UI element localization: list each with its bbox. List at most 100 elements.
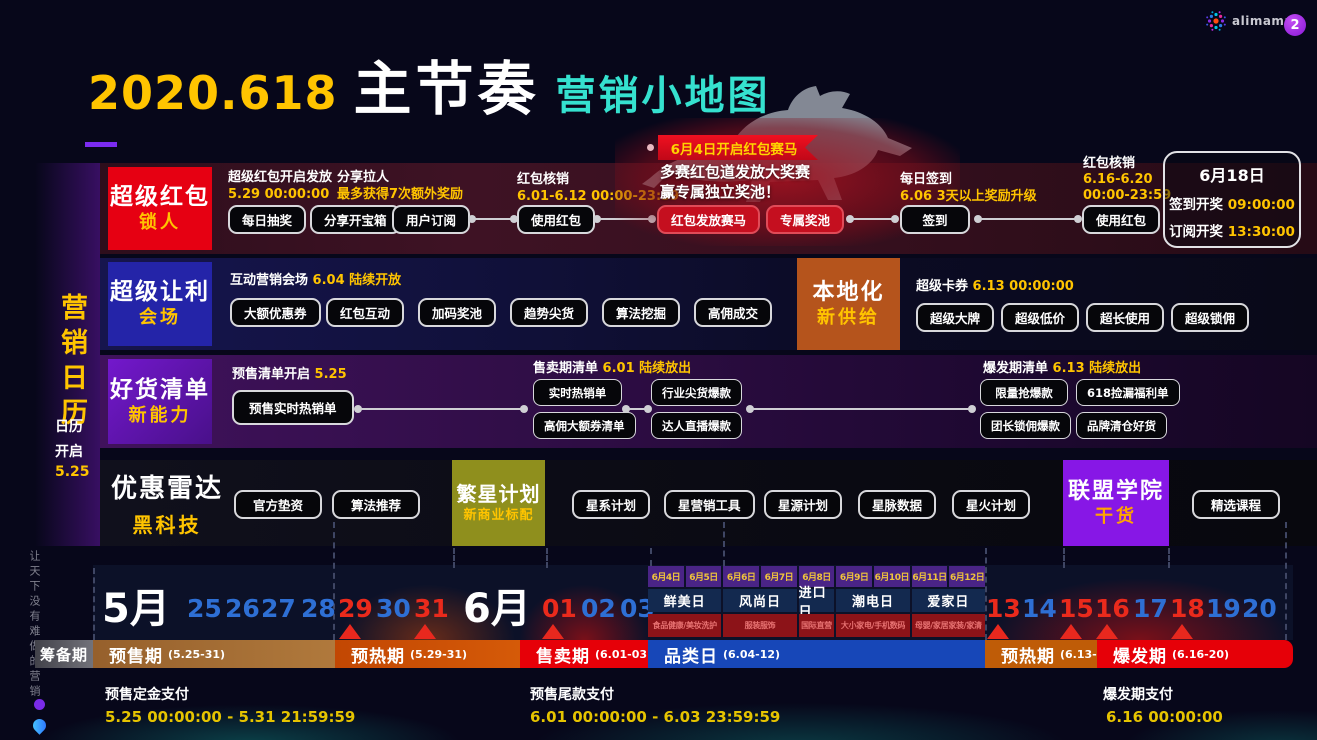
super-lowprice-button[interactable]: 超级低价 bbox=[1001, 303, 1080, 332]
algorithm-mining-button[interactable]: 算法挖掘 bbox=[602, 298, 681, 327]
title-sub: 营销小地图 bbox=[555, 73, 771, 119]
cat-name-cell: 进口日 bbox=[798, 586, 835, 620]
phase-warmup-1: 预热期 (5.29-31) bbox=[335, 640, 520, 668]
phase-category-days: 品类日 (6.04-12) bbox=[648, 640, 985, 668]
realtime-hotlist-button[interactable]: 实时热销单 bbox=[533, 379, 622, 406]
official-advance-button[interactable]: 官方垫资 bbox=[234, 490, 323, 519]
dashed-guide bbox=[546, 548, 548, 568]
use-redpacket-button-1[interactable]: 使用红包 bbox=[517, 205, 596, 234]
cat-date-cell: 6月12日 bbox=[949, 566, 985, 587]
cat-date-cell: 6月7日 bbox=[761, 566, 797, 587]
subscribe-button[interactable]: 用户订阅 bbox=[392, 205, 471, 234]
star-source-plan-button[interactable]: 星源计划 bbox=[764, 490, 843, 519]
page-title: 2020.618 主节奏 营销小地图 bbox=[88, 42, 771, 126]
long-validity-button[interactable]: 超长使用 bbox=[1086, 303, 1165, 332]
cat-date-cell: 6月6日 bbox=[723, 566, 759, 587]
date-25: 25 bbox=[187, 594, 222, 623]
leader-lock-hot-button[interactable]: 团长锁佣爆款 bbox=[980, 412, 1071, 439]
connector-line bbox=[846, 215, 899, 223]
month-june: 6月 bbox=[463, 586, 531, 632]
presale-deposit-time: 5.25 00:00:00 - 5.31 21:59:59 bbox=[105, 708, 356, 726]
share-chest-button[interactable]: 分享开宝箱 bbox=[310, 205, 401, 234]
marker-triangle bbox=[414, 624, 436, 639]
cat-detail-cell: 国际直营 bbox=[798, 614, 835, 637]
date-02: 02 bbox=[581, 594, 616, 623]
cat-name-cell: 风尚日 bbox=[723, 589, 797, 612]
date-20: 20 bbox=[1242, 594, 1277, 623]
date-17: 17 bbox=[1133, 594, 1168, 623]
burst-payment-label: 爆发期支付 bbox=[1103, 687, 1173, 703]
dashed-guide bbox=[1063, 548, 1065, 568]
redpacket-redeem-note2: 红包核销 6.16-6.20 00:00-23:59 bbox=[1083, 156, 1172, 203]
super-lock-commission-button[interactable]: 超级锁佣 bbox=[1171, 303, 1250, 332]
share-invite-note: 分享拉人 最多获得7次额外奖励 bbox=[337, 170, 464, 202]
cat-name-cell: 潮电日 bbox=[836, 589, 910, 612]
use-redpacket-button-2[interactable]: 使用红包 bbox=[1082, 205, 1161, 234]
presale-hotlist-button[interactable]: 预售实时热销单 bbox=[232, 390, 354, 425]
block-star-plan: 繁星计划 新商业标配 bbox=[452, 460, 545, 546]
brand-clearance-button[interactable]: 品牌清仓好货 bbox=[1076, 412, 1167, 439]
marker-triangle bbox=[1060, 624, 1082, 639]
algorithm-recommend-button[interactable]: 算法推荐 bbox=[332, 490, 421, 519]
date-29: 29 bbox=[338, 594, 373, 623]
date-15: 15 bbox=[1059, 594, 1094, 623]
sidebar-line2: 开启 bbox=[55, 444, 83, 460]
galaxy-plan-button[interactable]: 星系计划 bbox=[572, 490, 651, 519]
cat-date-cell: 6月10日 bbox=[874, 566, 910, 587]
date-18: 18 bbox=[1170, 594, 1205, 623]
dashed-guide bbox=[453, 548, 455, 568]
month-may: 5月 bbox=[102, 586, 170, 632]
presale-list-note: 预售清单开启 5.25 bbox=[232, 367, 347, 382]
cat-name-cell: 鲜美日 bbox=[648, 589, 722, 612]
cat-date-cell: 6月8日 bbox=[798, 566, 835, 587]
checkin-button[interactable]: 签到 bbox=[900, 205, 970, 234]
sidebar-date: 5.25 bbox=[55, 464, 90, 480]
bonus-pool-button[interactable]: 加码奖池 bbox=[418, 298, 497, 327]
cat-date-cell: 6月11日 bbox=[911, 566, 948, 587]
livestream-hot-button[interactable]: 达人直播爆款 bbox=[651, 412, 742, 439]
star-marketing-tools-button[interactable]: 星营销工具 bbox=[664, 490, 755, 519]
date-31: 31 bbox=[414, 594, 449, 623]
presale-deposit-label: 预售定金支付 bbox=[105, 687, 189, 703]
redpacket-race-button[interactable]: 红包发放赛马 bbox=[657, 205, 761, 234]
daily-draw-button[interactable]: 每日抽奖 bbox=[228, 205, 307, 234]
ribbon-dot-icon bbox=[647, 144, 654, 151]
block-title: 超级红包 bbox=[110, 183, 210, 210]
presale-balance-label: 预售尾款支付 bbox=[530, 687, 614, 703]
notification-badge[interactable]: 2 bbox=[1284, 14, 1306, 36]
exclusive-pool-button[interactable]: 专属奖池 bbox=[766, 205, 845, 234]
marker-triangle bbox=[987, 624, 1009, 639]
cat-date-cell: 6月5日 bbox=[685, 566, 722, 587]
alimama-logo: alimama bbox=[1205, 10, 1293, 32]
date-30: 30 bbox=[376, 594, 411, 623]
connector-line bbox=[354, 405, 528, 413]
high-commission-button[interactable]: 高佣成交 bbox=[694, 298, 773, 327]
selected-courses-button[interactable]: 精选课程 bbox=[1192, 490, 1281, 519]
date-14: 14 bbox=[1022, 594, 1057, 623]
spark-plan-button[interactable]: 星火计划 bbox=[952, 490, 1031, 519]
618-bargain-button[interactable]: 618捡漏福利单 bbox=[1076, 379, 1180, 406]
trend-goods-button[interactable]: 趋势尖货 bbox=[510, 298, 589, 327]
redpacket-open-note: 超级红包开启发放 5.29 00:00:00 bbox=[228, 170, 333, 202]
dashed-guide bbox=[333, 522, 335, 640]
super-brand-button[interactable]: 超级大牌 bbox=[916, 303, 995, 332]
cat-date-cell: 6月4日 bbox=[648, 566, 684, 587]
connector-line bbox=[622, 405, 652, 413]
limited-hot-button[interactable]: 限量抢爆款 bbox=[980, 379, 1068, 406]
finale-date: 6月18日 bbox=[1199, 166, 1265, 185]
title-main: 主节奏 bbox=[353, 55, 540, 123]
block-discount-radar: 优惠雷达 黑科技 bbox=[110, 474, 223, 537]
industry-hot-button[interactable]: 行业尖货爆款 bbox=[651, 379, 742, 406]
commission-coupon-list-button[interactable]: 高佣大额券清单 bbox=[533, 412, 636, 439]
daily-checkin-note: 每日签到 6.06 3天以上奖励升级 bbox=[900, 172, 1037, 204]
star-data-button[interactable]: 星脉数据 bbox=[858, 490, 937, 519]
burst-payment-time: 6.16 00:00:00 bbox=[1106, 708, 1223, 726]
big-coupon-button[interactable]: 大额优惠券 bbox=[230, 298, 321, 327]
dashed-guide bbox=[985, 548, 987, 640]
redpacket-interact-button[interactable]: 红包互动 bbox=[326, 298, 405, 327]
brand-name: alimama bbox=[1232, 14, 1294, 28]
dashed-guide bbox=[1168, 548, 1170, 568]
sale-list-note: 售卖期清单 6.01 陆续放出 bbox=[533, 361, 692, 376]
connector-line bbox=[746, 405, 976, 413]
dashed-guide bbox=[723, 522, 725, 566]
